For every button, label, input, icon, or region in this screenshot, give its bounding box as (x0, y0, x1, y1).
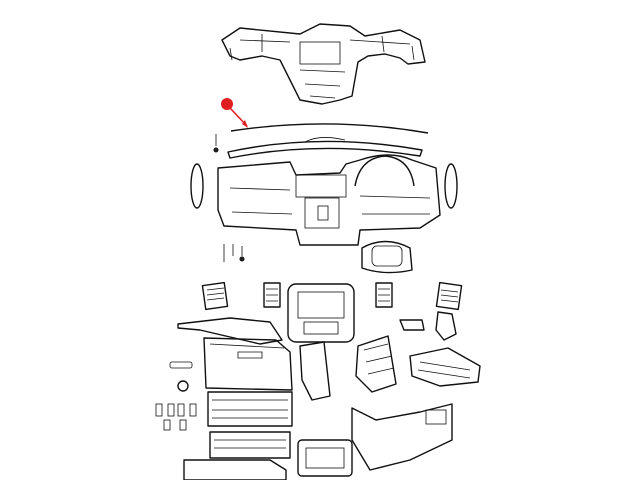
cross-car-beam[interactable] (221, 23, 426, 105)
callout-dot (221, 98, 233, 110)
knee-bolster[interactable] (351, 403, 453, 471)
right-brackets[interactable] (399, 311, 481, 387)
upper-cover[interactable] (227, 137, 423, 159)
defroster-strip-callout[interactable] (221, 98, 429, 134)
small-parts (155, 361, 197, 431)
column-cover[interactable] (361, 240, 413, 274)
center-bezel[interactable] (287, 283, 355, 343)
console-bezel[interactable] (297, 439, 353, 477)
center-stack-left-panel[interactable] (299, 341, 331, 401)
right-end-cap[interactable] (444, 163, 458, 209)
left-end-cap[interactable] (190, 163, 204, 209)
fasteners (213, 134, 245, 262)
air-vents[interactable] (201, 281, 463, 311)
bottom-trim[interactable] (183, 459, 287, 480)
instrument-panel[interactable] (217, 154, 441, 246)
glove-box-bin[interactable] (207, 391, 293, 427)
lower-panel[interactable] (209, 431, 291, 459)
center-stack-right-panel[interactable] (355, 335, 397, 393)
glove-box[interactable] (203, 337, 293, 391)
left-trim[interactable] (177, 317, 283, 345)
